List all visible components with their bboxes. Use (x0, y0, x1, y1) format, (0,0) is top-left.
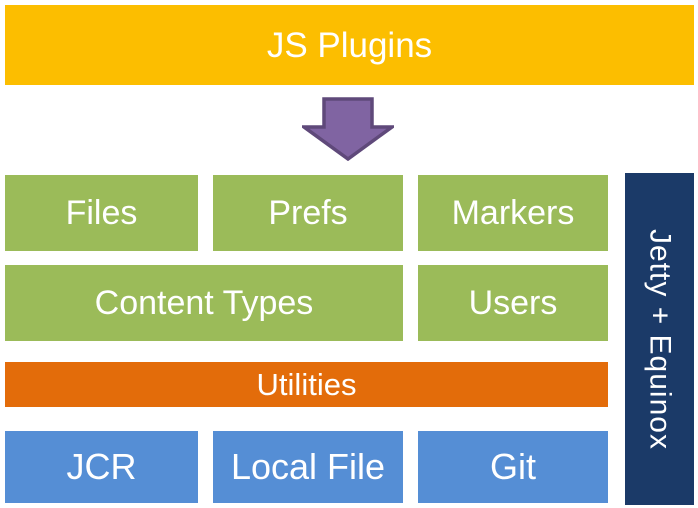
jetty-equinox-bar: Jetty + Equinox (625, 173, 694, 505)
box-jcr: JCR (5, 431, 198, 503)
box-markers: Markers (418, 175, 608, 251)
box-users: Users (418, 265, 608, 341)
jetty-equinox-label: Jetty + Equinox (643, 228, 677, 450)
box-files: Files (5, 175, 198, 251)
box-prefs: Prefs (213, 175, 403, 251)
box-git: Git (418, 431, 608, 503)
box-content-types: Content Types (5, 265, 403, 341)
box-utilities: Utilities (5, 362, 608, 407)
js-plugins-banner: JS Plugins (5, 5, 694, 85)
down-arrow-icon (302, 97, 394, 161)
box-local-file: Local File (213, 431, 403, 503)
